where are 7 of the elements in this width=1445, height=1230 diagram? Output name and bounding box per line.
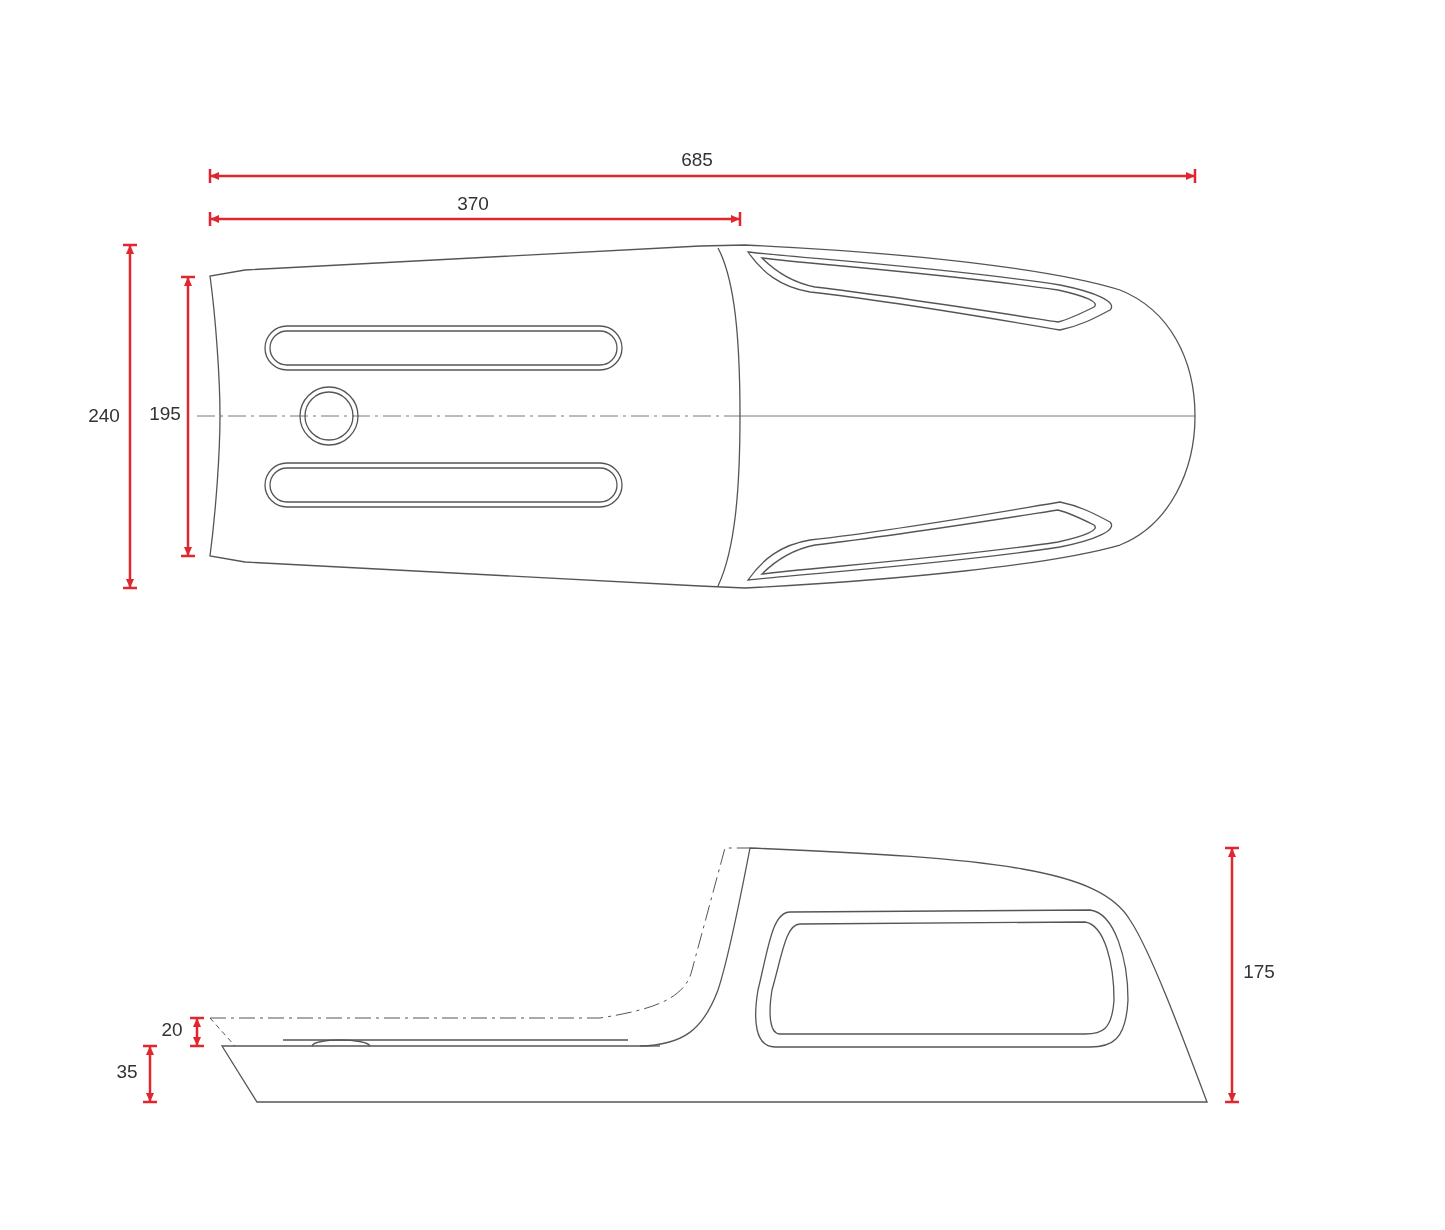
dimension-value: 240: [88, 405, 120, 427]
dimension-value: 35: [116, 1061, 138, 1083]
dimension-value: 370: [457, 193, 489, 215]
dimension-value: 685: [681, 149, 713, 171]
dimension-value: 20: [161, 1019, 183, 1041]
dimension-value: 195: [149, 403, 181, 425]
dimension-value: 175: [1243, 961, 1275, 983]
